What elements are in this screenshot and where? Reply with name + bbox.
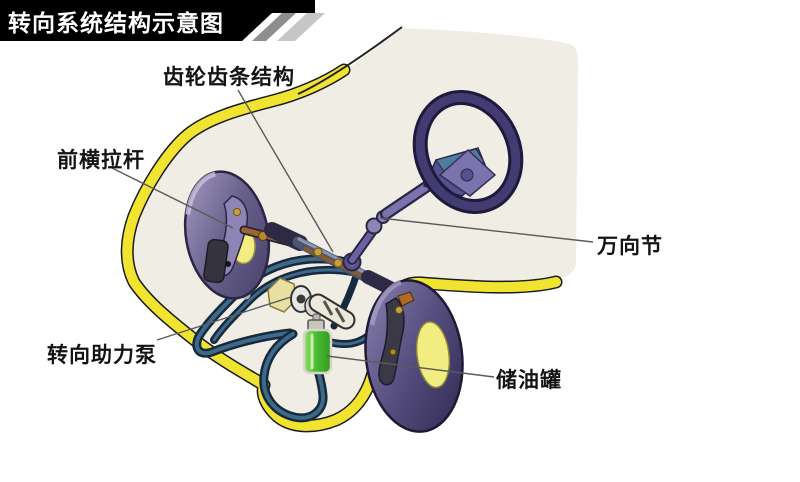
pump-ring-2	[334, 307, 346, 323]
title-banner-stripe-1	[252, 13, 296, 41]
page-title: 转向系统结构示意图	[8, 10, 224, 36]
right-hub	[415, 321, 451, 389]
label-front-tie-rod: 前横拉杆	[57, 149, 145, 172]
label-universal-joint: 万向节	[597, 235, 663, 258]
leader-rack-pinion	[237, 89, 334, 253]
left-knuckle-bolt	[233, 208, 241, 216]
title-banner	[0, 0, 325, 41]
pump-pulley-hub	[296, 294, 306, 304]
right-knuckle-bolt-2	[389, 348, 397, 356]
car-body-fill	[123, 28, 578, 426]
label-power-steering-pump: 转向助力泵	[47, 344, 157, 367]
pump-ring-1	[322, 300, 334, 316]
universal-joint-part	[365, 217, 383, 235]
right-knuckle-bolt-1	[395, 306, 403, 314]
steering-wheel-rim	[415, 93, 521, 211]
right-knuckle-top-arm	[397, 291, 415, 307]
power-steering-pump-part	[267, 277, 356, 330]
hose-bottom-loop	[259, 329, 328, 423]
rack-tube-highlight	[297, 237, 373, 278]
rack-fitting-1	[313, 247, 323, 257]
car-outline-top-line	[297, 26, 403, 95]
leader-oil-reservoir	[326, 355, 495, 378]
steering-wheel-part	[412, 90, 524, 214]
steering-wheel-center	[460, 168, 474, 182]
left-caliper-bolt	[225, 261, 231, 267]
rack-fitting-2	[333, 258, 343, 268]
leader-front-tie-rod	[111, 167, 234, 229]
rack-and-pinion-assembly	[264, 222, 408, 301]
leader-universal-joint	[379, 217, 594, 243]
hose-upper-loop	[192, 254, 356, 358]
right-tire-highlight	[369, 279, 402, 326]
left-tire-highlight	[185, 171, 216, 215]
title-banner-stripe-2	[277, 13, 325, 41]
label-rack-pinion-structure: 齿轮齿条结构	[163, 66, 295, 89]
steering-column	[347, 177, 438, 265]
reservoir-body	[302, 328, 333, 375]
leader-power-pump	[156, 296, 292, 341]
title-banner-bg	[0, 0, 315, 41]
leader-lines	[111, 89, 594, 378]
label-oil-reservoir: 储油罐	[496, 369, 562, 392]
oil-reservoir-part	[302, 313, 333, 375]
